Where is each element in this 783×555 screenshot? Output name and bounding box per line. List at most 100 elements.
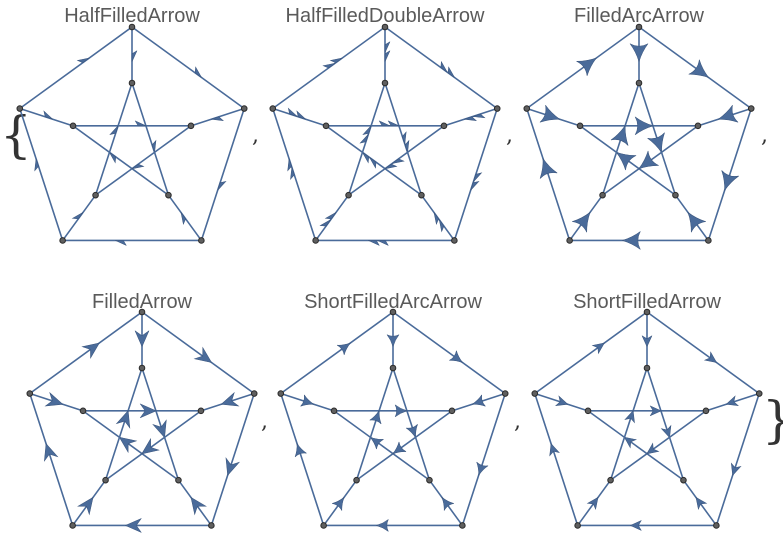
graph-edge — [356, 410, 453, 481]
graph-vertex — [128, 23, 136, 31]
edge-arrowhead — [629, 43, 649, 63]
graph-vertex — [584, 407, 592, 415]
edge-arrowhead — [591, 342, 605, 355]
graph-edge — [280, 311, 394, 395]
edge-arrowhead — [647, 132, 665, 154]
graph-edge — [19, 26, 133, 110]
edge-arrowhead — [76, 57, 90, 63]
edge-arrowhead — [217, 180, 227, 191]
graph-vertex — [69, 122, 77, 130]
edge-arrowhead — [555, 395, 569, 406]
edge-arrowhead — [476, 461, 489, 477]
edge-arrowhead — [610, 124, 629, 146]
edge-arrowhead — [193, 346, 213, 363]
edge-arrowhead — [624, 410, 635, 424]
edge-arrowhead — [134, 329, 150, 348]
edge-arrowhead — [549, 443, 560, 457]
graph-edge — [526, 108, 571, 241]
graph-edge — [104, 367, 143, 481]
graph-vertex — [426, 476, 433, 484]
comma-separator-4: , — [261, 409, 268, 434]
edge-arrowhead — [384, 158, 405, 170]
graph-vertex — [381, 79, 389, 87]
edge-arrowhead — [725, 395, 739, 406]
close-brace: } — [762, 391, 783, 449]
graph-edge — [638, 26, 752, 110]
graph-edge — [392, 367, 431, 481]
edge-arrowhead — [194, 66, 202, 78]
edge-arrowhead — [470, 172, 483, 191]
edge-arrowhead — [220, 391, 240, 407]
graph-edge — [587, 410, 684, 481]
edge-arrowhead — [440, 60, 455, 78]
graph-vertex — [138, 364, 146, 372]
edge-arrowhead — [34, 158, 39, 172]
graph-vertex — [389, 364, 397, 372]
edge-arrowhead — [369, 436, 384, 450]
edge-arrowhead — [717, 105, 739, 123]
graph-vertex — [755, 390, 763, 397]
graph-vertex — [312, 237, 319, 244]
edge-arrowhead — [141, 437, 160, 455]
edge-arrowhead — [386, 334, 400, 348]
comma-separator-5: , — [514, 409, 521, 434]
edge-arrowhead — [703, 351, 718, 363]
graph-vertex — [672, 191, 679, 199]
graph-edge — [534, 311, 648, 395]
petersen-graph-6 — [531, 308, 763, 532]
graph-title-5: ShortFilledArcArrow — [304, 291, 482, 313]
graph-vertex — [574, 522, 581, 529]
graph-vertex — [607, 476, 614, 484]
graph-title-4: FilledArrow — [92, 291, 193, 313]
graph-edge — [715, 393, 760, 526]
graph-vertex — [240, 105, 248, 112]
graph-vertex — [643, 308, 651, 316]
graph-vertex — [330, 407, 338, 415]
edge-arrowhead — [109, 125, 119, 135]
graph-edge — [534, 393, 579, 526]
graph-vertex — [250, 390, 258, 397]
graph-edge — [82, 410, 179, 481]
graph-edge — [141, 311, 255, 395]
graph-edge — [19, 108, 64, 241]
edge-arrowhead — [287, 158, 295, 181]
edge-arrowhead — [225, 457, 241, 476]
edge-arrowhead — [464, 113, 486, 121]
edge-arrowhead — [180, 212, 186, 226]
graph-vertex — [389, 308, 397, 316]
edge-arrowhead — [131, 50, 138, 62]
graph-edge — [200, 108, 245, 241]
edge-arrowhead — [336, 342, 352, 355]
graph-vertex — [138, 308, 146, 316]
graph-edge — [95, 125, 192, 196]
petersen-graph-2 — [269, 23, 501, 247]
edge-arrowhead — [646, 442, 660, 455]
graph-vertex — [345, 191, 352, 199]
graph-edge — [131, 26, 245, 110]
graph-vertex — [643, 364, 651, 372]
edge-arrowhead — [638, 150, 659, 170]
edge-arrowhead — [319, 212, 337, 227]
graph-vertex — [493, 105, 501, 112]
comma-separator-3: , — [761, 123, 768, 148]
graph-vertex — [451, 237, 458, 244]
edge-arrowhead — [81, 342, 100, 359]
edge-arrowhead — [641, 335, 653, 348]
edge-arrowhead — [115, 410, 131, 429]
edge-arrowhead — [471, 394, 486, 407]
open-brace: { — [0, 106, 32, 164]
graph-vertex — [459, 522, 466, 529]
edge-arrowhead — [44, 443, 59, 462]
graph-vertex — [102, 476, 109, 484]
petersen-graph-4 — [26, 308, 258, 534]
graph-edge — [280, 393, 325, 526]
graph-vertex — [175, 476, 182, 484]
graph-vertex — [26, 390, 34, 397]
graph-vertex — [208, 522, 215, 529]
graph-title-2: HalfFilledDoubleArrow — [286, 5, 486, 27]
edge-arrowhead — [392, 441, 407, 455]
edge-arrowhead — [378, 120, 400, 127]
edge-arrowhead — [152, 419, 167, 439]
graph-edge — [333, 410, 430, 481]
